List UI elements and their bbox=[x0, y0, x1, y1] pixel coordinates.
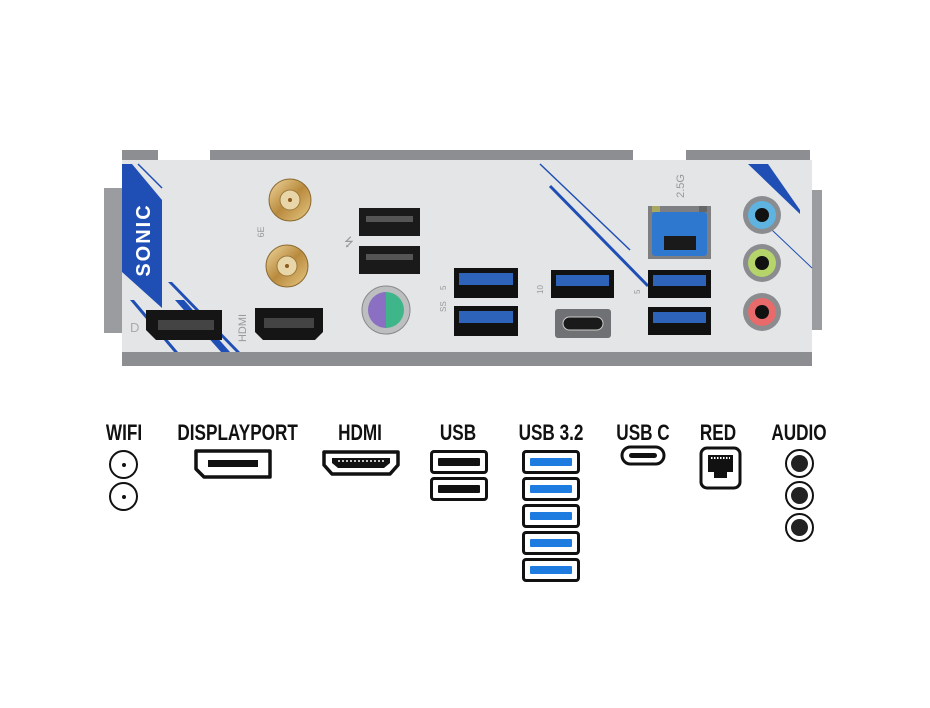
ss-label: SS bbox=[439, 301, 448, 312]
audio-jack-line-in bbox=[743, 196, 781, 234]
usb2-port bbox=[359, 208, 420, 236]
legend-label-displayport: DISPLAYPORT bbox=[177, 420, 298, 445]
legend-label-usbc: USB C bbox=[616, 420, 670, 445]
hdmi-icon bbox=[322, 450, 400, 476]
audio-jack-mic bbox=[743, 293, 781, 331]
usb3-port bbox=[454, 306, 518, 336]
ethernet-icon bbox=[699, 446, 742, 490]
usb3-icon bbox=[522, 450, 580, 474]
displayport-icon bbox=[194, 449, 272, 479]
legend-label-usb32: USB 3.2 bbox=[518, 420, 584, 445]
dp-symbol-icon: D bbox=[130, 320, 139, 335]
usb3-port bbox=[648, 307, 711, 335]
usb2-port bbox=[359, 246, 420, 274]
usb3-icon bbox=[522, 504, 580, 528]
lan-speed-label: 2.5G bbox=[675, 174, 687, 198]
wifi-6e-badge: 6E bbox=[256, 226, 266, 237]
usb-icon bbox=[430, 477, 488, 501]
audio-jack-line-out bbox=[743, 244, 781, 282]
antenna-icon bbox=[109, 482, 138, 511]
legend-label-audio: AUDIO bbox=[771, 420, 827, 445]
legend-label-red: RED bbox=[699, 420, 737, 445]
usb-symbol-icon: ⭍ bbox=[344, 235, 354, 249]
wifi-antenna-connector bbox=[268, 178, 312, 222]
legend-label-wifi: WIFI bbox=[105, 420, 143, 445]
usb-speed-label: 5 bbox=[439, 285, 448, 290]
usb3-port bbox=[454, 268, 518, 298]
usb3-icon bbox=[522, 531, 580, 555]
usb-icon bbox=[430, 450, 488, 474]
legend-label-hdmi: HDMI bbox=[338, 420, 382, 445]
io-panel-photo: SONIC 6E ⭍ D HDMI 5 SS 10 2.5G 5 bbox=[104, 150, 822, 366]
rj45-port bbox=[648, 206, 711, 259]
usb3-icon bbox=[522, 477, 580, 501]
audio-jack-icon bbox=[785, 481, 814, 510]
usb3-icon bbox=[522, 558, 580, 582]
antenna-icon bbox=[109, 450, 138, 479]
audio-jack-icon bbox=[785, 449, 814, 478]
wifi-antenna-connector bbox=[265, 244, 309, 288]
usb3-port bbox=[551, 270, 614, 298]
hdmi-port bbox=[255, 308, 323, 340]
legend-label-usb: USB bbox=[439, 420, 477, 445]
usb-speed-label: 10 bbox=[536, 285, 545, 294]
ps2-port bbox=[361, 285, 411, 335]
audio-jack-icon bbox=[785, 513, 814, 542]
usb-speed-label: 5 bbox=[633, 289, 642, 294]
usb-c-port bbox=[555, 309, 611, 338]
hdmi-text: HDMI bbox=[237, 314, 249, 342]
usb-c-icon bbox=[620, 445, 666, 466]
brand-text: SONIC bbox=[133, 203, 155, 276]
usb3-port bbox=[648, 270, 711, 298]
displayport-port bbox=[146, 310, 222, 340]
